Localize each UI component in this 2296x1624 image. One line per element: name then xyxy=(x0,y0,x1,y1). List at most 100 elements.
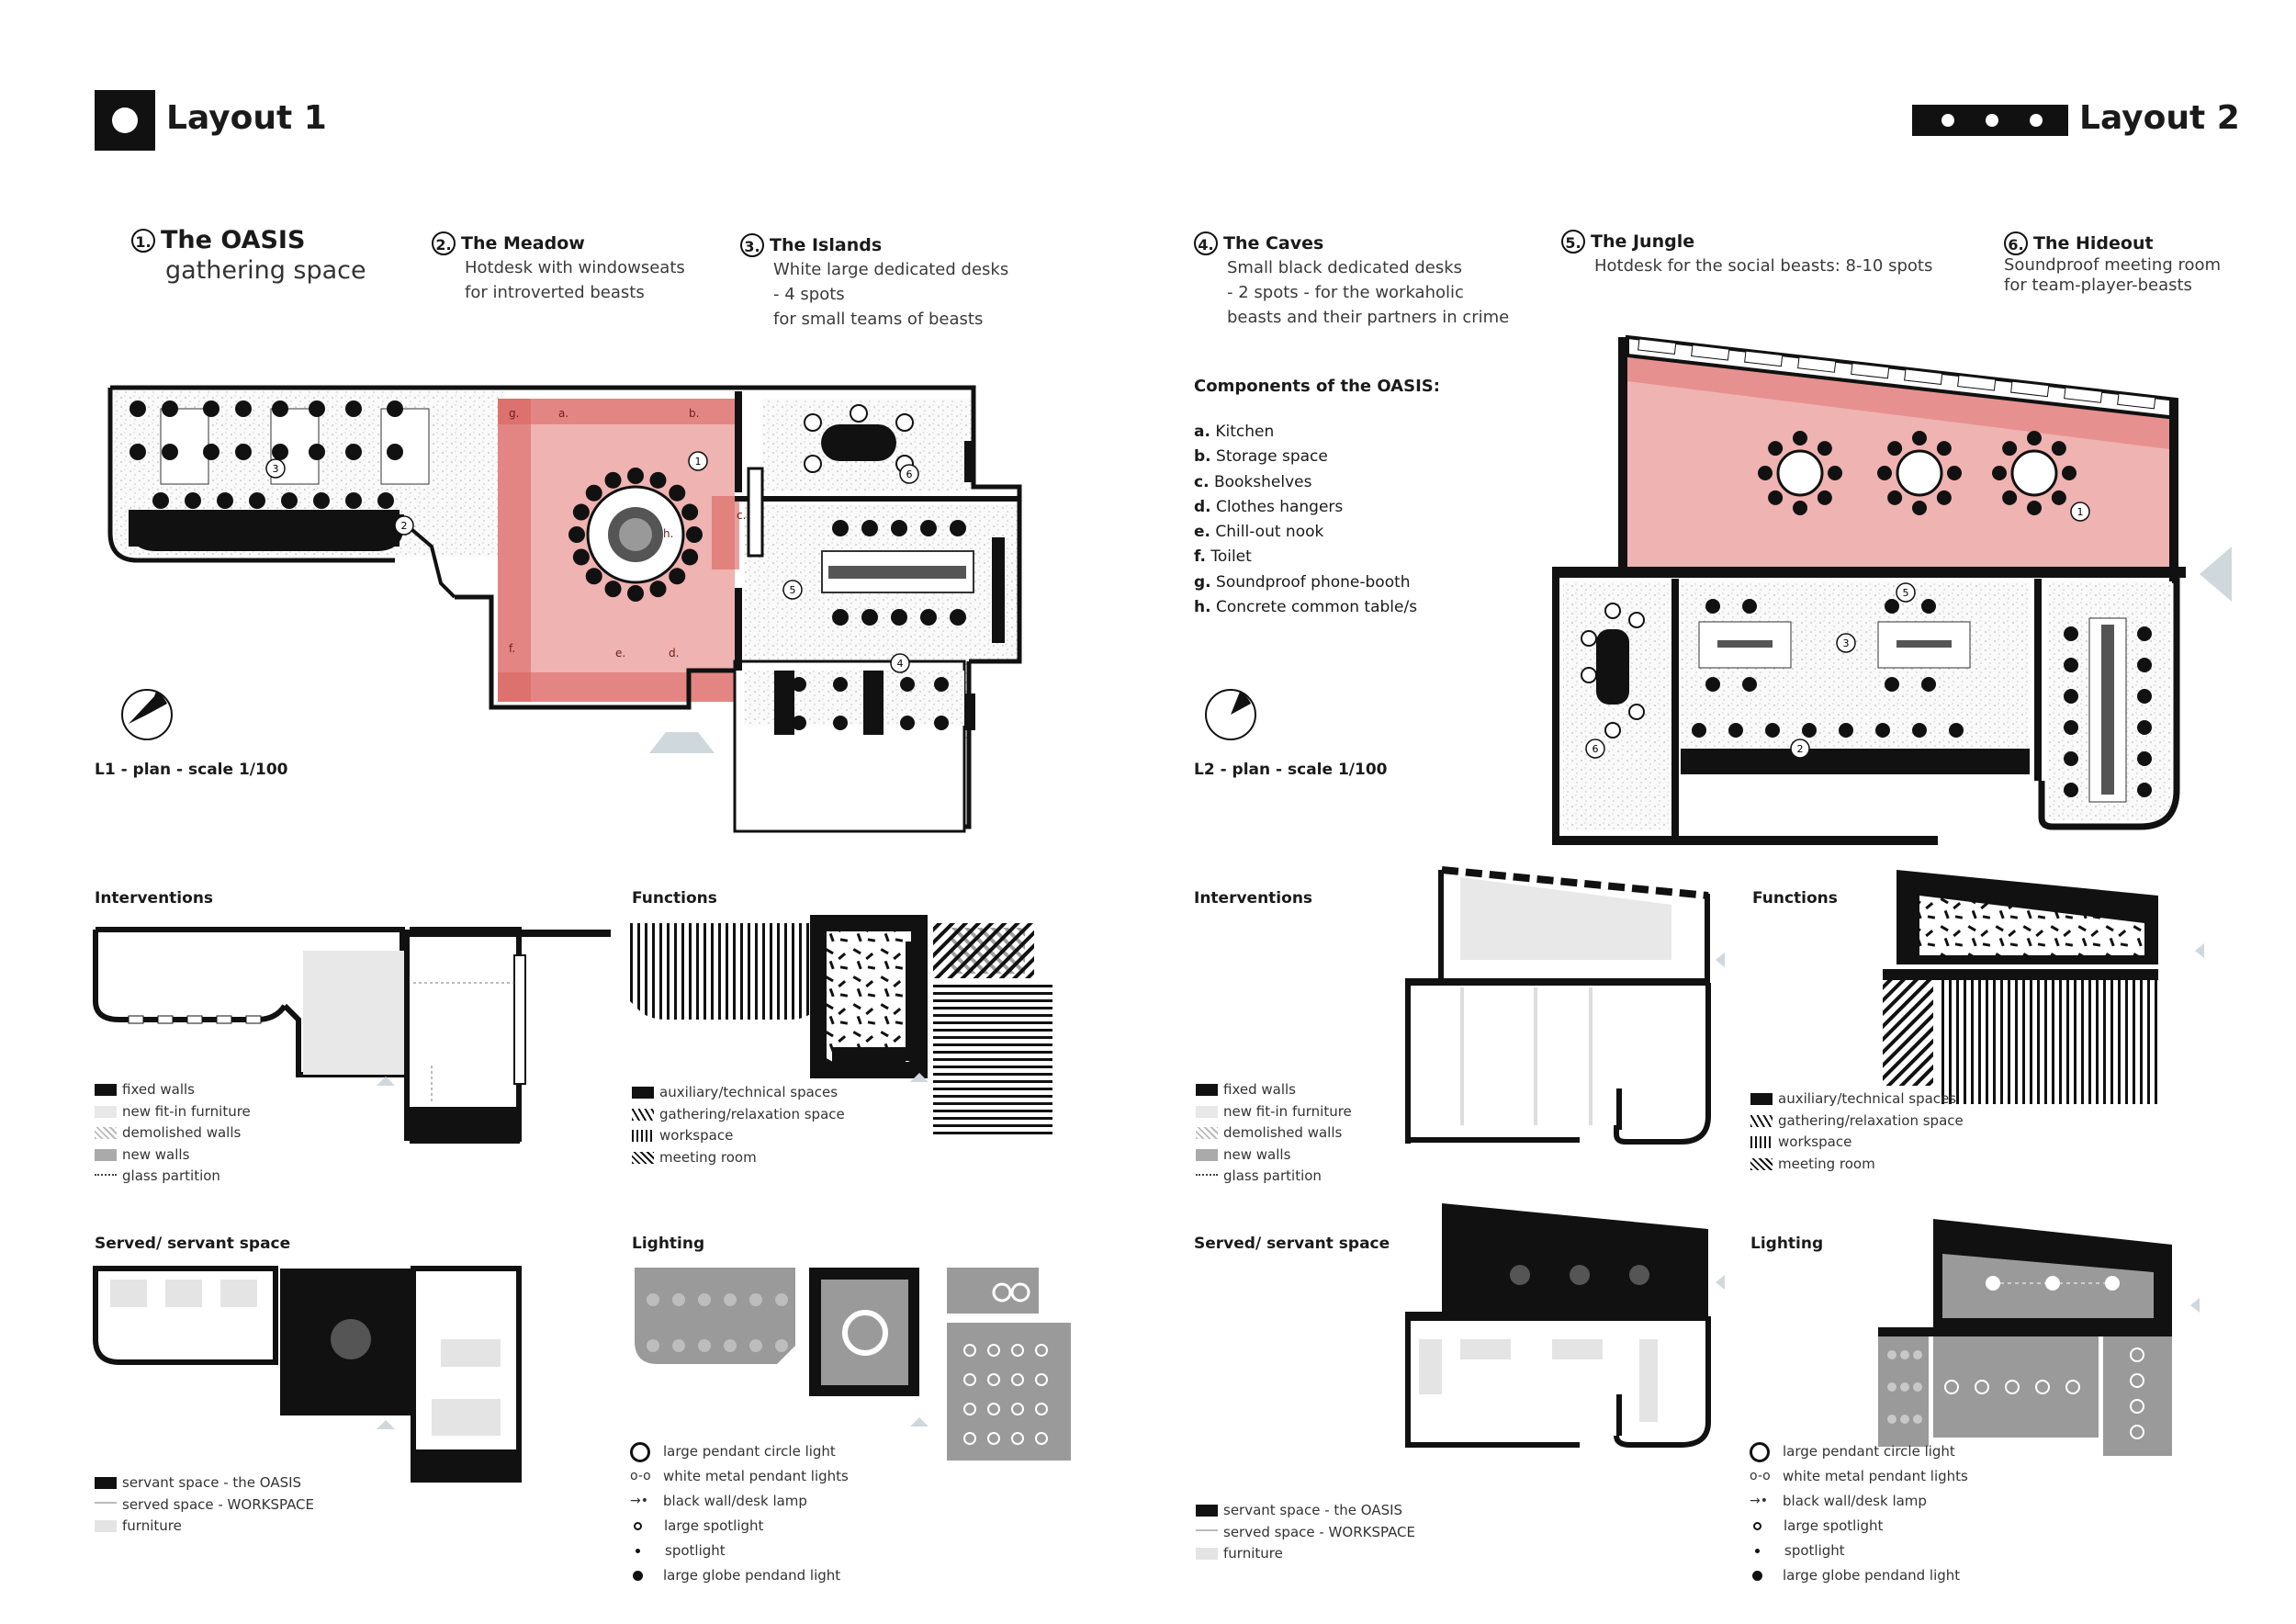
chair xyxy=(1742,599,1757,614)
light xyxy=(1035,1344,1048,1357)
legend-swatch xyxy=(95,1174,117,1176)
zone-marker xyxy=(1896,582,1916,603)
chair xyxy=(950,609,966,626)
large-pendant-circle-icon xyxy=(630,1441,650,1462)
l1-served-diagram xyxy=(93,1266,522,1483)
component-value: Chill-out nook xyxy=(1215,523,1324,542)
chair xyxy=(2051,490,2066,505)
chair xyxy=(833,716,848,730)
chair xyxy=(387,444,403,460)
legend-swatch xyxy=(95,1127,117,1139)
light xyxy=(1035,1432,1048,1445)
zone-marker xyxy=(1790,739,1810,759)
light xyxy=(963,1432,976,1445)
legend-swatch xyxy=(1196,1505,1218,1517)
zone-number: 2. xyxy=(432,231,456,255)
zone-number: 1. xyxy=(131,228,155,253)
zone-meadow: 2.The Meadow Hotdesk with windowseats fo… xyxy=(432,231,685,305)
globe-pendant-icon xyxy=(633,1571,643,1581)
legend-swatch xyxy=(1196,1548,1218,1560)
l1-functions-title: Functions xyxy=(632,889,717,908)
window xyxy=(157,1015,174,1024)
globe-pendant-icon xyxy=(1752,1571,1762,1581)
light xyxy=(724,1293,737,1306)
legend-item: auxiliary/technical spaces xyxy=(632,1082,845,1104)
zone-number: 5. xyxy=(1561,230,1585,254)
chair xyxy=(2051,441,2066,457)
chair xyxy=(1705,677,1720,692)
chair xyxy=(792,716,806,730)
chair xyxy=(832,520,849,536)
legend-label: new fit-in furniture xyxy=(1223,1102,1352,1120)
spotlight-icon xyxy=(636,1549,640,1553)
legend-item: →•black wall/desk lamp xyxy=(1750,1489,1968,1514)
l2-interventions-legend: fixed walls new fit-in furniture demolis… xyxy=(1196,1079,1352,1188)
light xyxy=(1913,1350,1922,1359)
legend-item: served space - WORKSPACE xyxy=(1196,1522,1415,1544)
chair xyxy=(129,400,146,417)
chair xyxy=(572,503,590,521)
chair xyxy=(2137,658,2152,672)
chair xyxy=(900,716,915,730)
chair xyxy=(235,444,252,460)
zone-marker xyxy=(265,458,286,479)
l1-interventions-diagram xyxy=(93,927,611,1144)
zone-title: The Caves xyxy=(1223,233,1324,254)
l2-served-title: Served/ servant space xyxy=(1194,1235,1390,1253)
chair xyxy=(1817,441,1832,457)
legend-label: auxiliary/technical spaces xyxy=(659,1084,838,1100)
light xyxy=(963,1344,976,1357)
zone-marker xyxy=(1836,633,1856,653)
window xyxy=(2064,387,2103,403)
chair xyxy=(895,413,914,432)
legend-label: meeting room xyxy=(659,1148,757,1166)
oasis-component-letter: h. xyxy=(663,527,673,540)
legend-label: gathering/relaxation space xyxy=(659,1105,845,1122)
light xyxy=(698,1293,711,1306)
legend-swatch xyxy=(1196,1174,1218,1176)
chair xyxy=(604,581,622,598)
light xyxy=(698,1339,711,1352)
chair xyxy=(1936,441,1952,457)
legend-label: large globe pendand light xyxy=(663,1567,841,1584)
chair xyxy=(1949,723,1964,738)
chair xyxy=(1992,466,2007,480)
chair xyxy=(1793,431,1807,445)
component-key: h. xyxy=(1194,598,1211,617)
chair xyxy=(891,609,907,626)
legend-label: black wall/desk lamp xyxy=(663,1493,807,1509)
light xyxy=(1887,1350,1896,1359)
chair xyxy=(804,455,822,473)
light xyxy=(1944,1380,1959,1394)
oasis-component-letter: f. xyxy=(509,642,515,655)
chair xyxy=(377,492,394,509)
chair xyxy=(309,444,325,460)
legend-label: black wall/desk lamp xyxy=(1783,1493,1927,1509)
chair xyxy=(792,677,806,692)
north-arrow-icon xyxy=(121,689,173,740)
legend-item: workspace xyxy=(1750,1132,1964,1154)
chair xyxy=(627,468,644,484)
oasis-component-letter: a. xyxy=(558,407,568,420)
light xyxy=(2130,1348,2144,1362)
zone-title: The Hideout xyxy=(2033,233,2154,254)
chair xyxy=(2137,751,2152,766)
chair xyxy=(1912,501,1927,515)
l2-functions-diagram xyxy=(1883,870,2204,1104)
legend-label: servant space - the OASIS xyxy=(122,1474,302,1491)
light xyxy=(749,1293,762,1306)
legend-item: demolished walls xyxy=(1196,1122,1352,1145)
chair xyxy=(1921,599,1936,614)
chair xyxy=(669,568,686,585)
legend-item: →•black wall/desk lamp xyxy=(630,1489,849,1514)
legend-item: spotlight xyxy=(1750,1539,1968,1563)
chair xyxy=(203,444,219,460)
chair xyxy=(2027,501,2042,515)
window xyxy=(1957,375,1997,391)
legend-label: gathering/relaxation space xyxy=(1778,1111,1964,1129)
chair xyxy=(1768,490,1784,505)
window xyxy=(128,1015,144,1024)
